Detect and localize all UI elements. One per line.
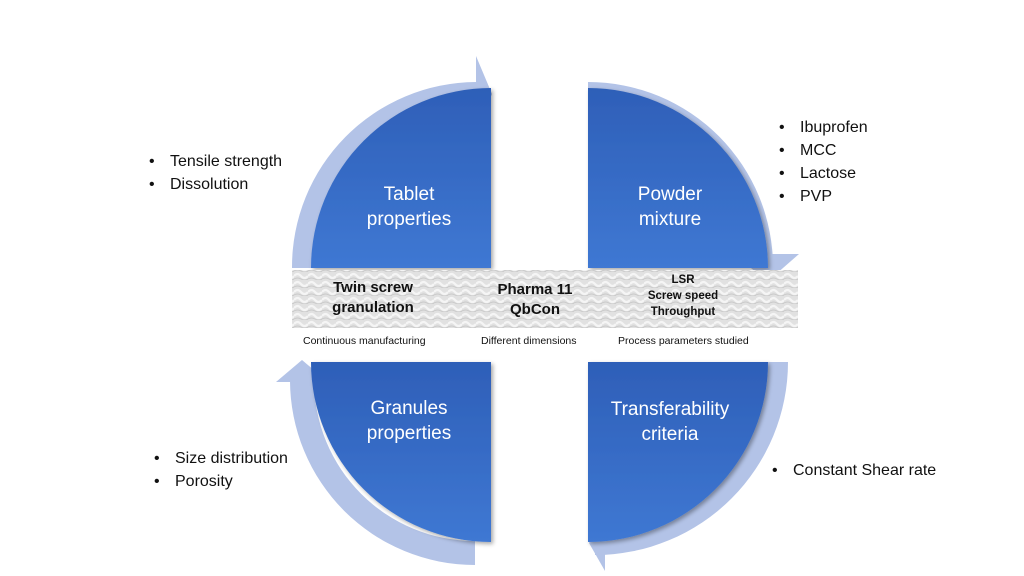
tablet-properties-list: Tensile strength Dissolution: [146, 150, 282, 196]
twin-screw-granulation-label: Twin screw granulation: [332, 279, 414, 316]
pharma-qbcon-label: Pharma 11 QbCon: [497, 281, 573, 318]
parameter-lsr: LSR: [671, 274, 695, 286]
caption-process-parameters-studied: Process parameters studied: [618, 335, 749, 347]
list-item: Tensile strength: [146, 150, 282, 173]
caption-continuous-manufacturing: Continuous manufacturing: [303, 335, 426, 347]
list-item: Constant Shear rate: [769, 459, 936, 482]
process-parameters-label: LSR Screw speed Throughput: [626, 272, 740, 320]
parameter-screw-speed: Screw speed: [647, 290, 719, 302]
quadrant-label-tablet-properties: Tablet properties: [366, 184, 452, 230]
quadrant-label-transferability-criteria: Transferability criteria: [610, 399, 730, 445]
quadrant-bottom-right: [588, 362, 768, 542]
quadrant-top-left: [311, 88, 491, 268]
quadrant-top-right: [588, 88, 768, 268]
caption-different-dimensions: Different dimensions: [481, 335, 577, 347]
list-item: MCC: [776, 139, 868, 162]
list-item: Porosity: [151, 470, 288, 493]
quadrant-label-granules-properties: Granules properties: [366, 398, 452, 444]
parameter-throughput: Throughput: [650, 306, 716, 318]
arrow-bottom-left: [290, 380, 475, 565]
screw-band: [292, 270, 798, 328]
list-item: PVP: [776, 185, 868, 208]
transferability-criteria-list: Constant Shear rate: [769, 459, 936, 482]
granules-properties-list: Size distribution Porosity: [151, 447, 288, 493]
powder-mixture-list: Ibuprofen MCC Lactose PVP: [776, 116, 868, 208]
quadrant-label-powder-mixture: Powder mixture: [637, 184, 703, 230]
list-item: Dissolution: [146, 173, 282, 196]
quadrant-bottom-left: [311, 362, 491, 542]
list-item: Ibuprofen: [776, 116, 868, 139]
list-item: Size distribution: [151, 447, 288, 470]
list-item: Lactose: [776, 162, 868, 185]
